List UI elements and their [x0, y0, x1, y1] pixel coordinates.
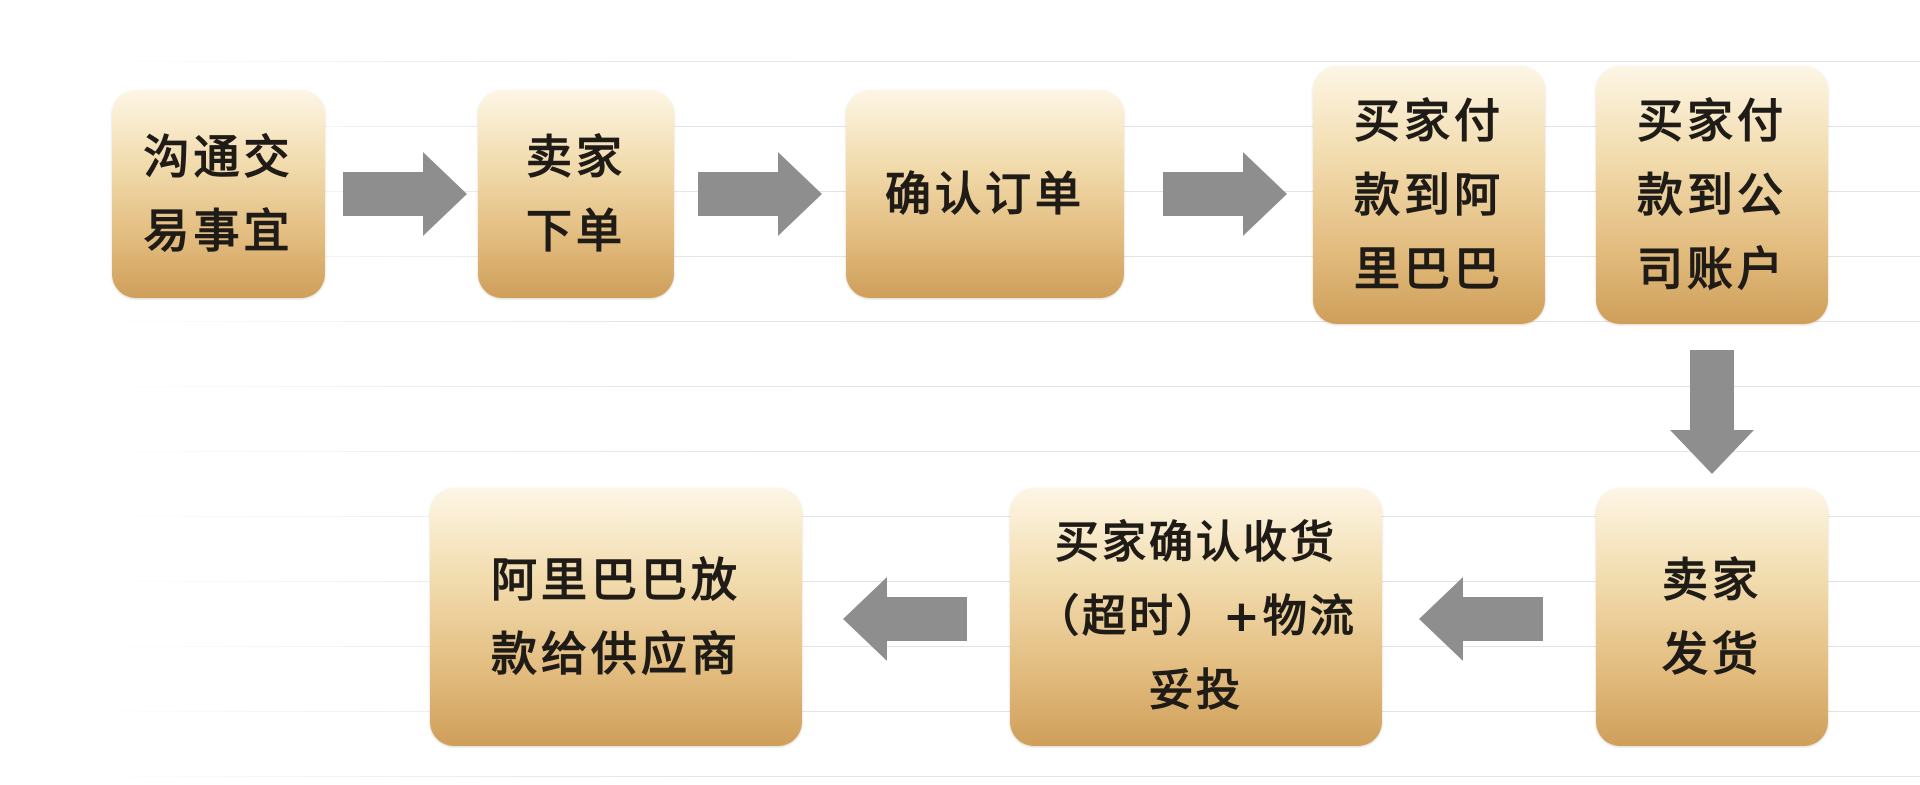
step-line: 妥投	[1149, 665, 1243, 716]
arrow-right-icon	[698, 152, 822, 236]
arrow-left-icon	[1419, 577, 1543, 661]
step-line: 司账户	[1637, 242, 1787, 296]
step-line: 易事宜	[143, 204, 294, 258]
step-confirm-order: 确认订单	[846, 90, 1124, 298]
step-line: （超时）+物流	[1035, 591, 1357, 642]
step-buyer-confirm-receipt: 买家确认收货 （超时）+物流 妥投	[1010, 488, 1382, 746]
arrow-right-icon	[1163, 152, 1287, 236]
step-line: 款给供应商	[491, 627, 741, 681]
step-communicate-trade: 沟通交 易事宜	[112, 90, 325, 298]
step-line: 下单	[526, 204, 626, 258]
arrow-down-icon	[1670, 350, 1754, 474]
step-line: 阿里巴巴放	[491, 553, 741, 607]
step-line: 款到阿	[1354, 168, 1504, 222]
step-line: 发货	[1662, 627, 1762, 681]
step-release-payment: 阿里巴巴放 款给供应商	[430, 488, 802, 746]
step-line: 沟通交	[143, 130, 294, 184]
step-pay-alibaba: 买家付 款到阿 里巴巴	[1313, 66, 1545, 324]
step-line: 卖家	[1662, 553, 1762, 607]
step-line: 款到公	[1637, 168, 1787, 222]
arrow-right-icon	[343, 152, 467, 236]
step-line: 卖家	[526, 130, 626, 184]
arrow-left-icon	[843, 577, 967, 661]
step-line: 里巴巴	[1354, 242, 1504, 296]
step-line: 确认订单	[885, 167, 1085, 221]
step-pay-company-account: 买家付 款到公 司账户	[1596, 66, 1828, 324]
step-line: 买家付	[1354, 94, 1504, 148]
step-line: 买家确认收货	[1055, 517, 1337, 568]
step-seller-order: 卖家 下单	[478, 90, 674, 298]
step-seller-ship: 卖家 发货	[1596, 488, 1828, 746]
step-line: 买家付	[1637, 94, 1787, 148]
